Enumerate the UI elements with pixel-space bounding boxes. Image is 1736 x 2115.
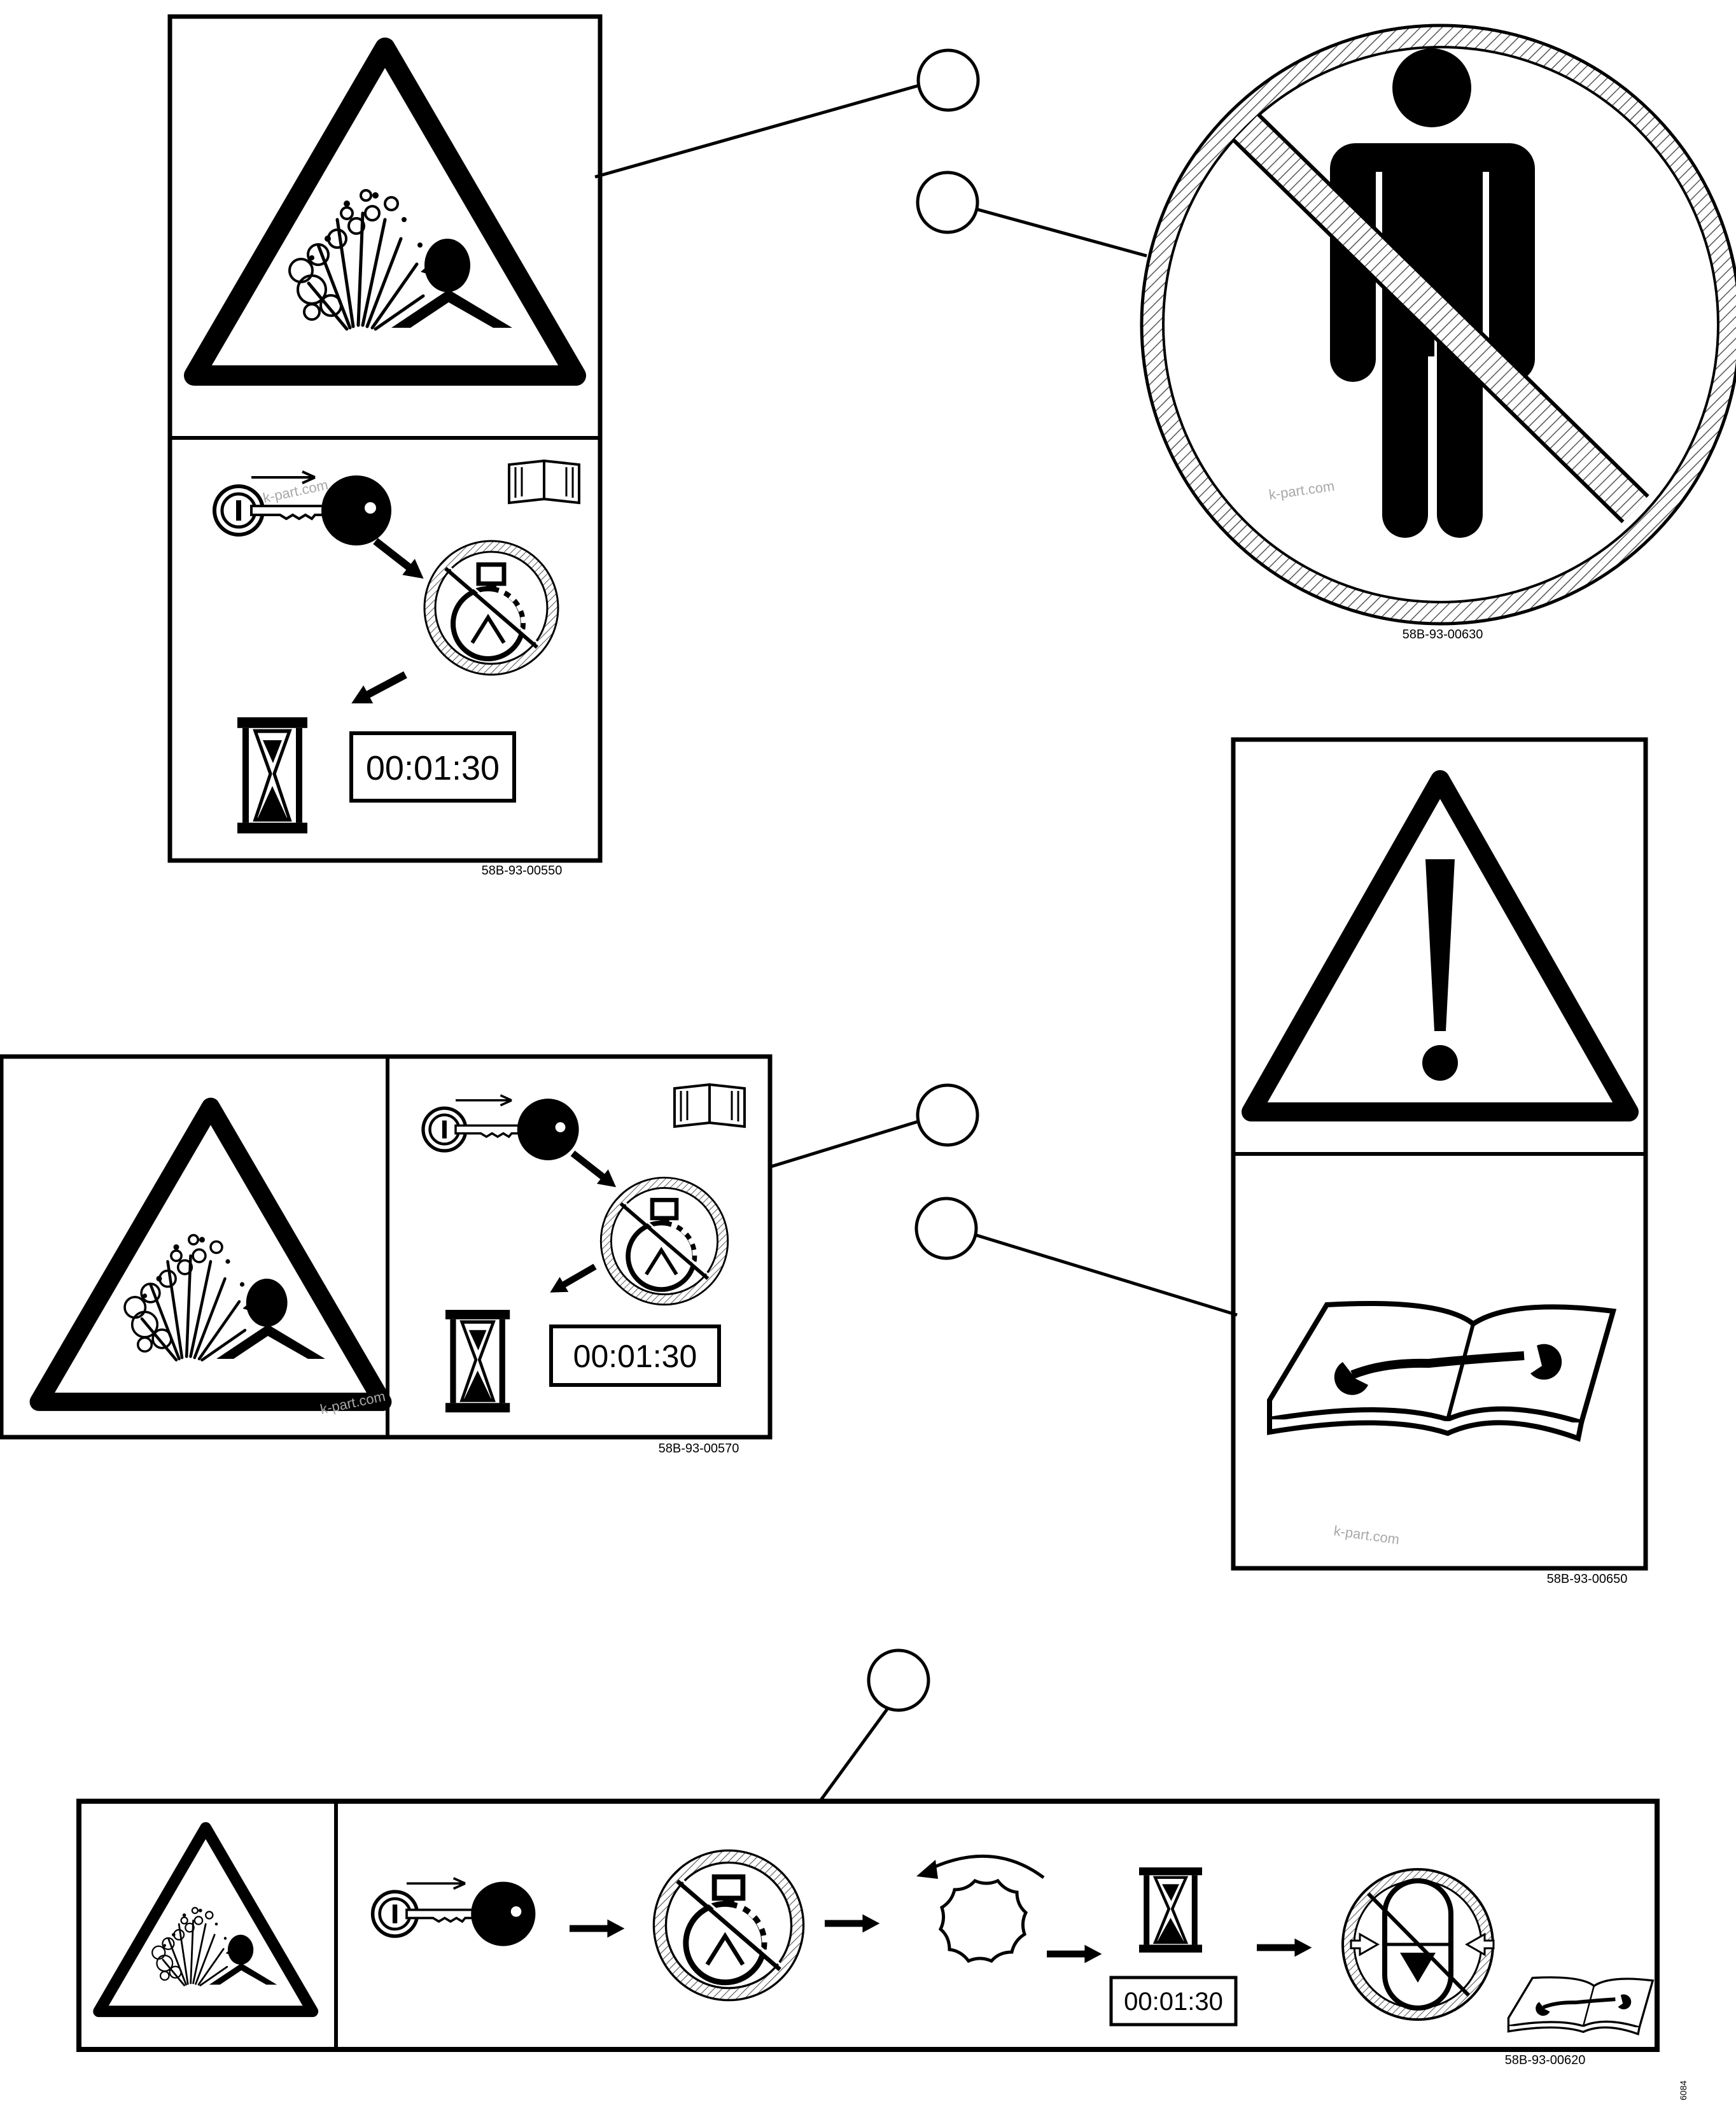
timer-box	[549, 1325, 721, 1387]
manual-wrench-icon	[1508, 1978, 1653, 2034]
hourglass-icon	[237, 717, 307, 833]
rotating-cap-icon	[916, 1854, 1045, 1964]
manual-wrench-icon	[1270, 1303, 1613, 1438]
decal-code: 58B-93-00620	[1505, 2053, 1586, 2067]
no-accumulator-icon	[1341, 1868, 1495, 2021]
callout-circle	[914, 1197, 978, 1260]
timer-display: 00:01:30	[1124, 1988, 1223, 2016]
decal-00620: 00:01:30 58B-93-00620	[76, 1799, 1660, 2067]
no-engine-icon	[654, 1850, 803, 2000]
watermark: k-part.com	[262, 477, 330, 506]
key-switch-icon	[423, 1095, 579, 1160]
timer-display: 00:01:30	[366, 749, 500, 787]
no-engine-icon	[424, 541, 558, 675]
watermark: k-part.com	[319, 1388, 387, 1417]
explosion-warning-icon	[39, 1107, 382, 1402]
decal-00570: k-part.com 00:01:30 58B-93-00570	[0, 1054, 773, 1456]
decal-code: 58B-93-00570	[659, 1442, 739, 1456]
exclamation-warning-icon	[1242, 770, 1639, 1121]
arrow-icon	[546, 1259, 599, 1300]
arrow-icon	[825, 1915, 879, 1933]
arrow-icon	[347, 666, 410, 712]
arrow-icon	[570, 1920, 624, 1938]
book-icon	[673, 1083, 746, 1128]
timer-box	[349, 731, 516, 803]
hourglass-icon	[445, 1310, 510, 1412]
arrow-icon	[369, 533, 430, 586]
hourglass-icon	[1139, 1867, 1202, 1953]
explosion-warning-icon	[99, 1828, 312, 2011]
explosion-warning-icon	[194, 48, 576, 376]
arrow-icon	[1047, 1945, 1102, 1964]
book-icon	[508, 460, 580, 504]
timer-display: 00:01:30	[573, 1339, 697, 1374]
decal-code: 58B-93-00630	[1403, 628, 1483, 642]
figure-id: 6084	[1678, 2081, 1688, 2100]
decal-00650: k-part.com 58B-93-00650	[1231, 737, 1648, 1586]
decal-code: 58B-93-00650	[1547, 1572, 1628, 1586]
callout-circle	[867, 1648, 930, 1712]
no-engine-icon	[601, 1177, 728, 1305]
arrow-icon	[567, 1146, 622, 1195]
timer-box	[1109, 1976, 1238, 2027]
decal-code: 58B-93-00550	[482, 864, 563, 878]
watermark: k-part.com	[1333, 1522, 1400, 1547]
callout-circle	[916, 1083, 979, 1147]
decal-00620-frame	[76, 1799, 1660, 2052]
decal-00550: k-part.com 00:01:30 58B-93-00550	[167, 14, 603, 878]
prohibit-slash	[1232, 113, 1649, 524]
key-switch-icon	[373, 1878, 536, 1946]
decal-00630: k-part.com 58B-93-00630	[1140, 24, 1736, 642]
arrow-icon	[1257, 1939, 1312, 1957]
callout-circle	[916, 171, 979, 234]
callout-circle	[916, 48, 980, 112]
